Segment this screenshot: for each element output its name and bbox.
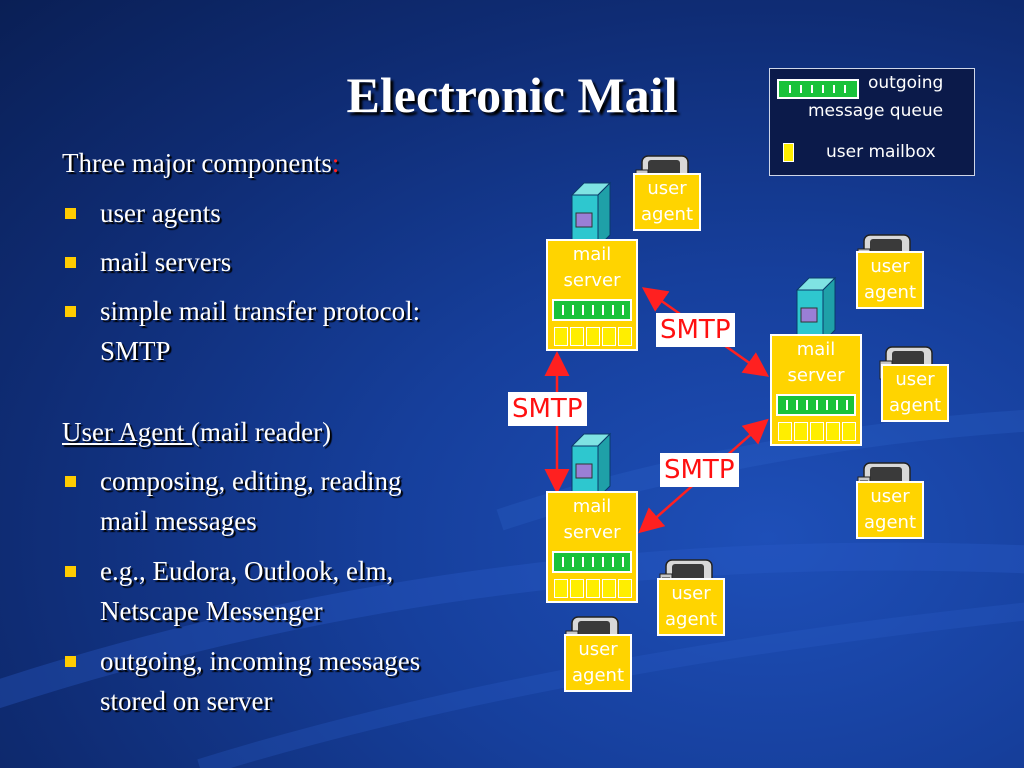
bullet-icon: [65, 208, 76, 219]
user-agent-label-1: user: [870, 256, 910, 277]
user-agent-box: user agent: [633, 173, 701, 231]
mailbox-legend-icon: [783, 143, 794, 162]
server-tower-icon: [796, 277, 836, 343]
user-agent-label-2: agent: [641, 204, 693, 225]
component-smtp-line2: SMTP: [100, 336, 171, 366]
mail-server-box: mail server: [770, 334, 862, 446]
user-agent-box: user agent: [881, 364, 949, 422]
user-mailboxes: [552, 579, 634, 598]
mail-server-box: mail server: [546, 491, 638, 603]
user-agent-label-1: user: [870, 486, 910, 507]
legend-queue-label-1: outgoing: [868, 73, 944, 93]
user-agent-label-1: user: [578, 639, 618, 660]
user-agent-label-1: user: [671, 583, 711, 604]
message-queue-icon: [776, 394, 856, 416]
mail-server-label-2: server: [563, 522, 621, 543]
user-agent-label-2: agent: [889, 395, 941, 416]
user-agent-label-2: agent: [864, 282, 916, 303]
page-title: Electronic Mail: [346, 67, 678, 123]
user-agent-label-1: user: [647, 178, 687, 199]
ua-point-2-line1: e.g., Eudora, Outlook, elm,: [100, 556, 394, 586]
bullet-icon: [65, 257, 76, 268]
intro-text: Three major components:: [62, 148, 340, 178]
ua-point-3-line2: stored on server: [100, 686, 273, 716]
user-agent-label-2: agent: [665, 609, 717, 630]
legend-mailbox-label: user mailbox: [826, 142, 936, 162]
mail-server-label-2: server: [563, 270, 621, 291]
user-agent-box: user agent: [856, 481, 924, 539]
smtp-label: SMTP: [656, 313, 735, 347]
bullet-icon: [65, 306, 76, 317]
mail-server-label-2: server: [787, 365, 845, 386]
smtp-label: SMTP: [508, 392, 587, 426]
user-agent-heading: User Agent (mail reader): [62, 417, 332, 447]
ua-point-1-line2: mail messages: [100, 506, 257, 536]
bullet-icon: [65, 476, 76, 487]
user-agent-label-1: user: [895, 369, 935, 390]
mail-server-label-1: mail: [572, 496, 612, 517]
user-mailboxes: [552, 327, 634, 346]
message-queue-icon: [552, 551, 632, 573]
user-agent-label-2: agent: [864, 512, 916, 533]
server-tower-icon: [571, 433, 611, 499]
component-user-agents: user agents: [100, 198, 221, 228]
mail-server-label-1: mail: [796, 339, 836, 360]
mail-server-label-1: mail: [572, 244, 612, 265]
component-smtp: simple mail transfer protocol:: [100, 296, 421, 326]
user-agent-box: user agent: [856, 251, 924, 309]
component-mail-servers: mail servers: [100, 247, 232, 277]
message-queue-icon: [552, 299, 632, 321]
user-agent-label-2: agent: [572, 665, 624, 686]
legend-queue-label-2: message queue: [808, 101, 944, 121]
legend: outgoing message queue user mailbox: [769, 68, 975, 176]
queue-legend-icon: [777, 79, 859, 99]
user-agent-box: user agent: [657, 578, 725, 636]
server-tower-icon: [571, 182, 611, 248]
ua-point-3-line1: outgoing, incoming messages: [100, 646, 421, 676]
ua-point-2-line2: Netscape Messenger: [100, 596, 323, 626]
bullet-icon: [65, 656, 76, 667]
bullet-icon: [65, 566, 76, 577]
smtp-label: SMTP: [660, 453, 739, 487]
user-agent-box: user agent: [564, 634, 632, 692]
ua-point-1-line1: composing, editing, reading: [100, 466, 402, 496]
user-mailboxes: [776, 422, 858, 441]
mail-server-box: mail server: [546, 239, 638, 351]
